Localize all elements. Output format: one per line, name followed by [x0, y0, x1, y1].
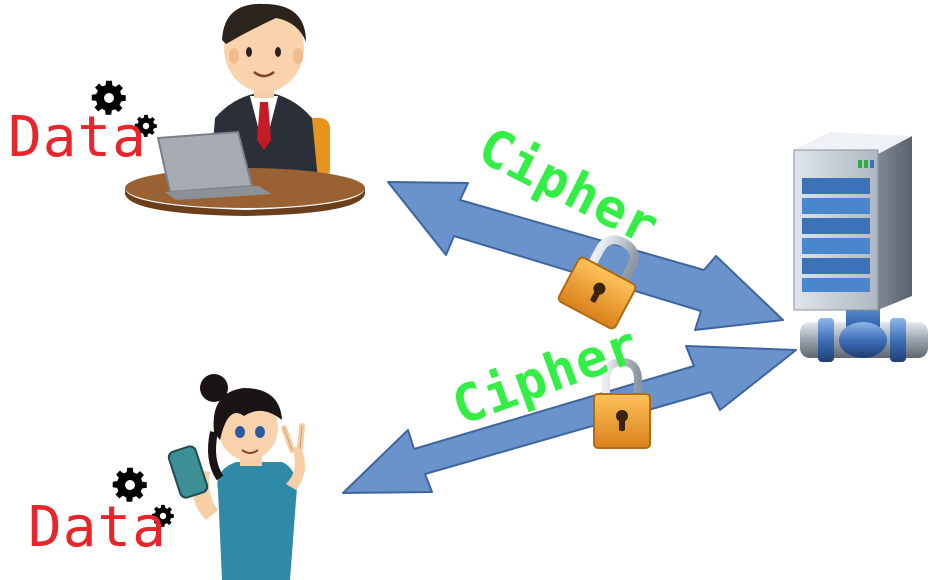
bottom-double-arrow: [342, 345, 797, 494]
bottom-data-label: Data: [28, 495, 167, 560]
girl-figure: [167, 374, 306, 580]
businessman-figure: [210, 3, 330, 182]
lock-icon: [593, 357, 651, 449]
server-icon: [793, 132, 928, 362]
lock-icon: [557, 235, 639, 330]
top-data-label: Data: [8, 105, 147, 170]
top-double-arrow: [387, 181, 784, 331]
laptop-icon: [156, 130, 272, 200]
